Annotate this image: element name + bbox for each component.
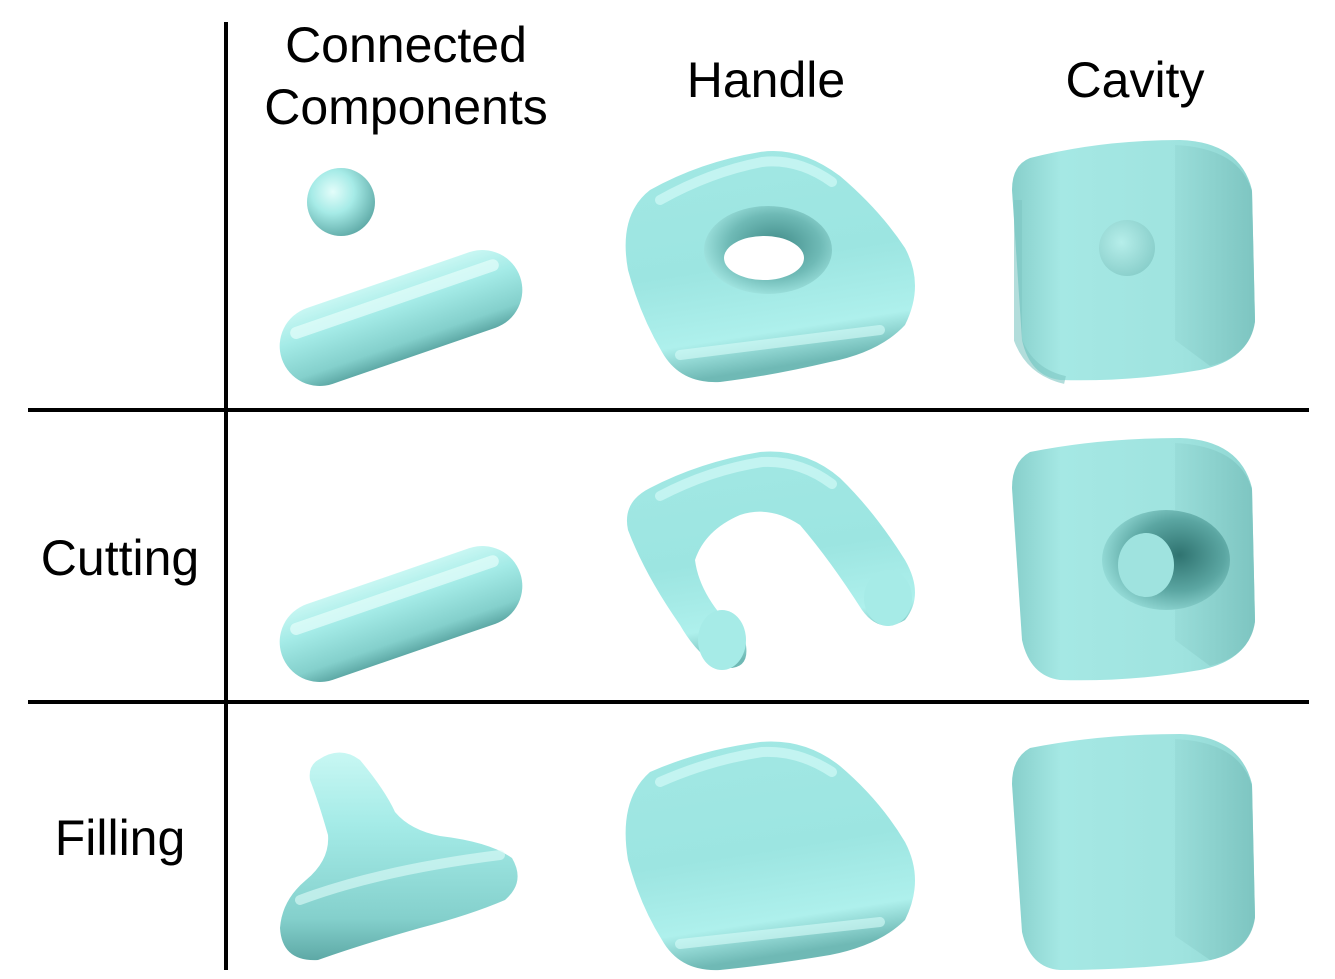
column-header-handle: Handle xyxy=(686,52,846,108)
torus-shape xyxy=(625,151,915,383)
column-header-cavity: Cavity xyxy=(1065,52,1205,108)
horizontal-divider-bottom xyxy=(28,700,1309,704)
capsule-shape-cutting xyxy=(279,546,523,682)
filled-cube-shape xyxy=(1012,734,1255,970)
filled-components-shape xyxy=(280,752,518,961)
horizontal-divider-top xyxy=(28,408,1309,412)
sphere-shape xyxy=(307,168,375,236)
cube-with-cavity xyxy=(1012,140,1255,384)
row-header-cutting: Cutting xyxy=(40,530,200,586)
filled-handle-shape xyxy=(625,741,915,971)
column-header-connected-components: Connected Components xyxy=(264,17,548,135)
cube-cut-cavity xyxy=(1012,438,1255,681)
capsule-shape-top xyxy=(279,250,523,386)
row-header-filling: Filling xyxy=(54,810,186,866)
cut-handle-shape xyxy=(626,451,915,670)
vertical-divider xyxy=(224,22,228,970)
